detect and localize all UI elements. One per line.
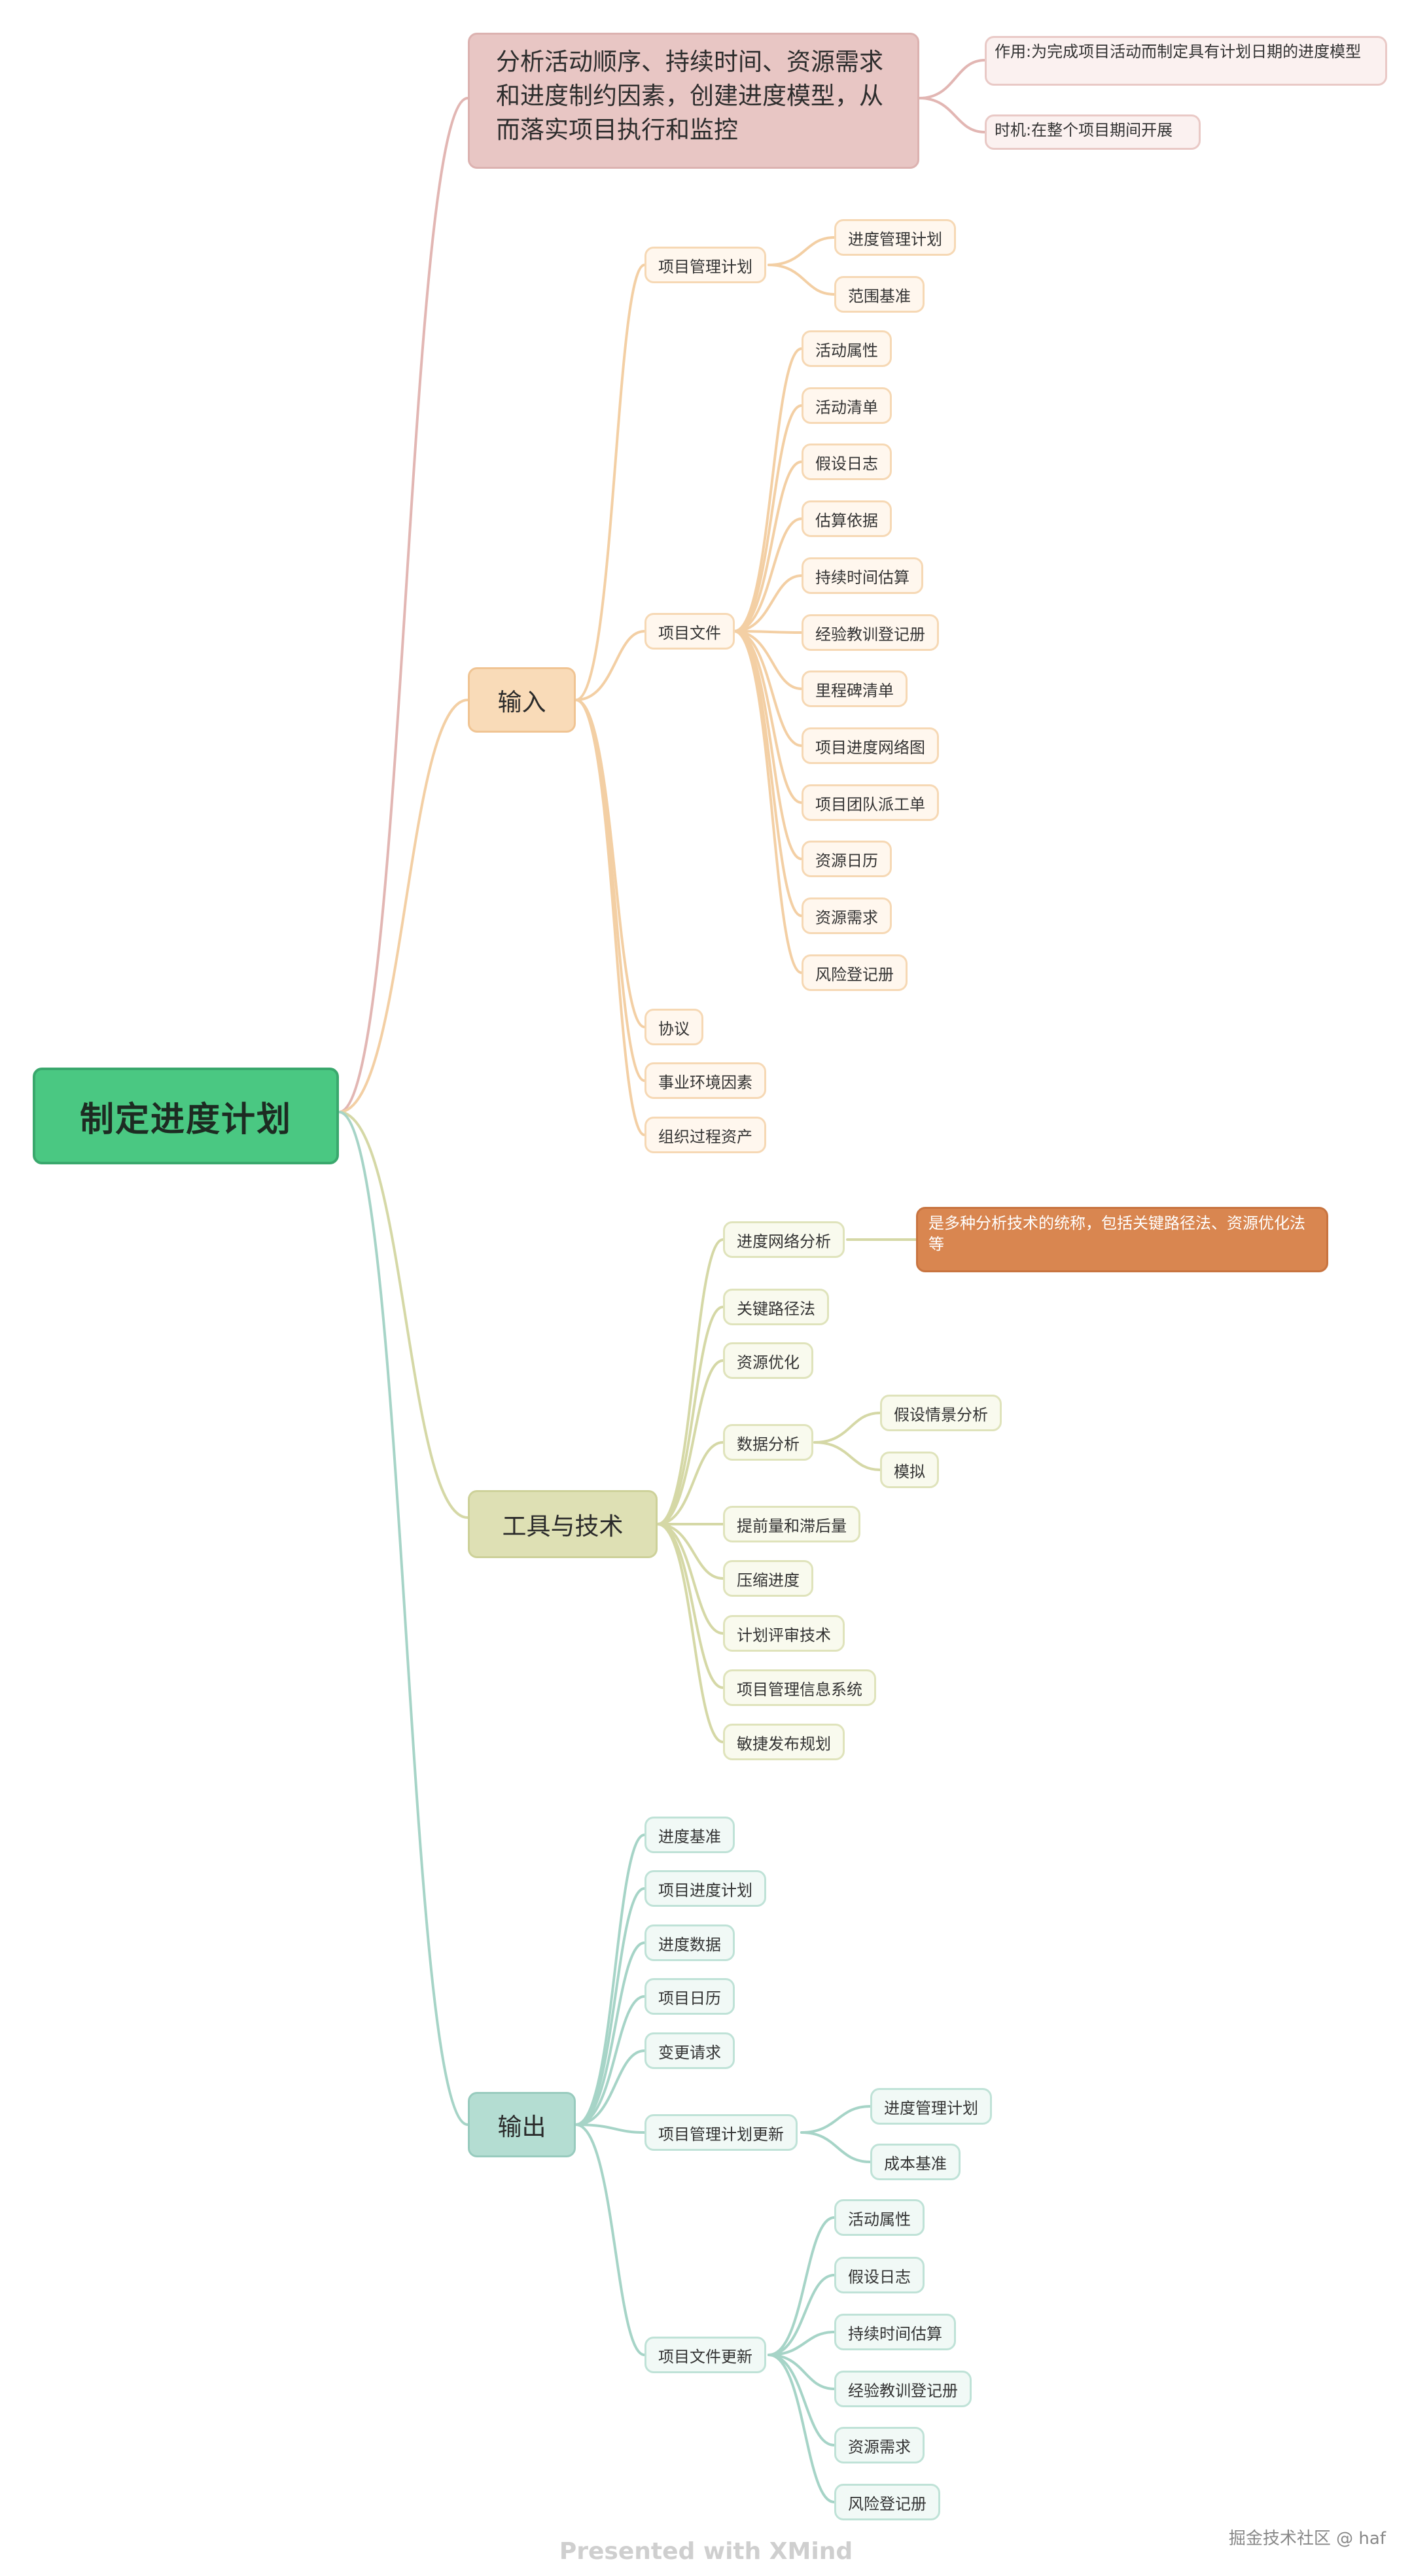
output-pm-plan-update-child[interactable]: 进度管理计划 — [870, 2088, 992, 2125]
output-pm-plan-update-child[interactable]: 成本基准 — [870, 2144, 961, 2180]
output-docs-update-child[interactable]: 假设日志 — [834, 2257, 925, 2293]
input-doc-item[interactable]: 活动清单 — [802, 387, 892, 424]
input-eef[interactable]: 事业环境因素 — [644, 1062, 766, 1099]
outputs-hub[interactable]: 输出 — [468, 2092, 576, 2157]
input-agreements[interactable]: 协议 — [644, 1009, 703, 1045]
input-doc-item[interactable]: 项目进度网络图 — [802, 727, 939, 764]
footer-credit: Presented with XMind — [559, 2538, 853, 2565]
output-docs-update[interactable]: 项目文件更新 — [644, 2337, 766, 2373]
tool-agile-release-planning[interactable]: 敏捷发布规划 — [723, 1724, 845, 1760]
input-doc-item[interactable]: 风险登记册 — [802, 954, 908, 991]
input-doc-item[interactable]: 项目团队派工单 — [802, 784, 939, 821]
input-doc-item[interactable]: 假设日志 — [802, 444, 892, 480]
output-docs-update-child[interactable]: 活动属性 — [834, 2199, 925, 2236]
description-note-purpose[interactable]: 作用:为完成项目活动而制定具有计划日期的进度模型 — [985, 36, 1387, 86]
tool-data-analysis-child[interactable]: 假设情景分析 — [880, 1395, 1002, 1431]
watermark-text: 掘金技术社区 @ haf — [1228, 2529, 1386, 2549]
input-project-docs[interactable]: 项目文件 — [644, 613, 735, 650]
input-doc-item[interactable]: 估算依据 — [802, 500, 892, 537]
output-docs-update-child[interactable]: 经验教训登记册 — [834, 2371, 972, 2407]
input-doc-item[interactable]: 资源日历 — [802, 841, 892, 877]
output-docs-update-child[interactable]: 持续时间估算 — [834, 2314, 956, 2350]
tool-data-analysis[interactable]: 数据分析 — [723, 1424, 813, 1461]
input-opa[interactable]: 组织过程资产 — [644, 1117, 766, 1153]
input-doc-item[interactable]: 持续时间估算 — [802, 557, 923, 594]
tool-resource-optimization[interactable]: 资源优化 — [723, 1342, 813, 1379]
input-pm-plan-child[interactable]: 范围基准 — [834, 276, 925, 313]
description-note-timing[interactable]: 时机:在整个项目期间开展 — [985, 114, 1201, 150]
tool-cpm[interactable]: 关键路径法 — [723, 1289, 829, 1325]
output-item[interactable]: 项目日历 — [644, 1978, 735, 2015]
input-doc-item[interactable]: 经验教训登记册 — [802, 614, 939, 651]
tool-schedule-compression[interactable]: 压缩进度 — [723, 1560, 813, 1597]
tools-hub[interactable]: 工具与技术 — [468, 1490, 658, 1558]
output-item[interactable]: 进度基准 — [644, 1817, 735, 1853]
input-doc-item[interactable]: 里程碑清单 — [802, 670, 908, 707]
input-pm-plan[interactable]: 项目管理计划 — [644, 247, 766, 283]
output-docs-update-child[interactable]: 风险登记册 — [834, 2484, 940, 2520]
tool-network-analysis[interactable]: 进度网络分析 — [723, 1221, 845, 1258]
tool-data-analysis-child[interactable]: 模拟 — [880, 1452, 939, 1488]
input-pm-plan-child[interactable]: 进度管理计划 — [834, 219, 956, 256]
description-topic[interactable]: 分析活动顺序、持续时间、资源需求和进度制约因素，创建进度模型，从而落实项目执行和… — [468, 33, 919, 169]
input-doc-item[interactable]: 资源需求 — [802, 897, 892, 934]
output-pm-plan-update[interactable]: 项目管理计划更新 — [644, 2114, 798, 2151]
input-doc-item[interactable]: 活动属性 — [802, 330, 892, 367]
output-item[interactable]: 变更请求 — [644, 2032, 735, 2069]
root-topic[interactable]: 制定进度计划 — [33, 1068, 339, 1164]
tool-network-analysis-note[interactable]: 是多种分析技术的统称，包括关键路径法、资源优化法等 — [916, 1207, 1328, 1272]
tool-pert[interactable]: 计划评审技术 — [723, 1615, 845, 1652]
tool-pmis[interactable]: 项目管理信息系统 — [723, 1669, 876, 1706]
inputs-hub[interactable]: 输入 — [468, 667, 576, 733]
output-docs-update-child[interactable]: 资源需求 — [834, 2427, 925, 2463]
output-item[interactable]: 进度数据 — [644, 1924, 735, 1961]
output-item[interactable]: 项目进度计划 — [644, 1870, 766, 1907]
tool-leads-lags[interactable]: 提前量和滞后量 — [723, 1506, 860, 1542]
